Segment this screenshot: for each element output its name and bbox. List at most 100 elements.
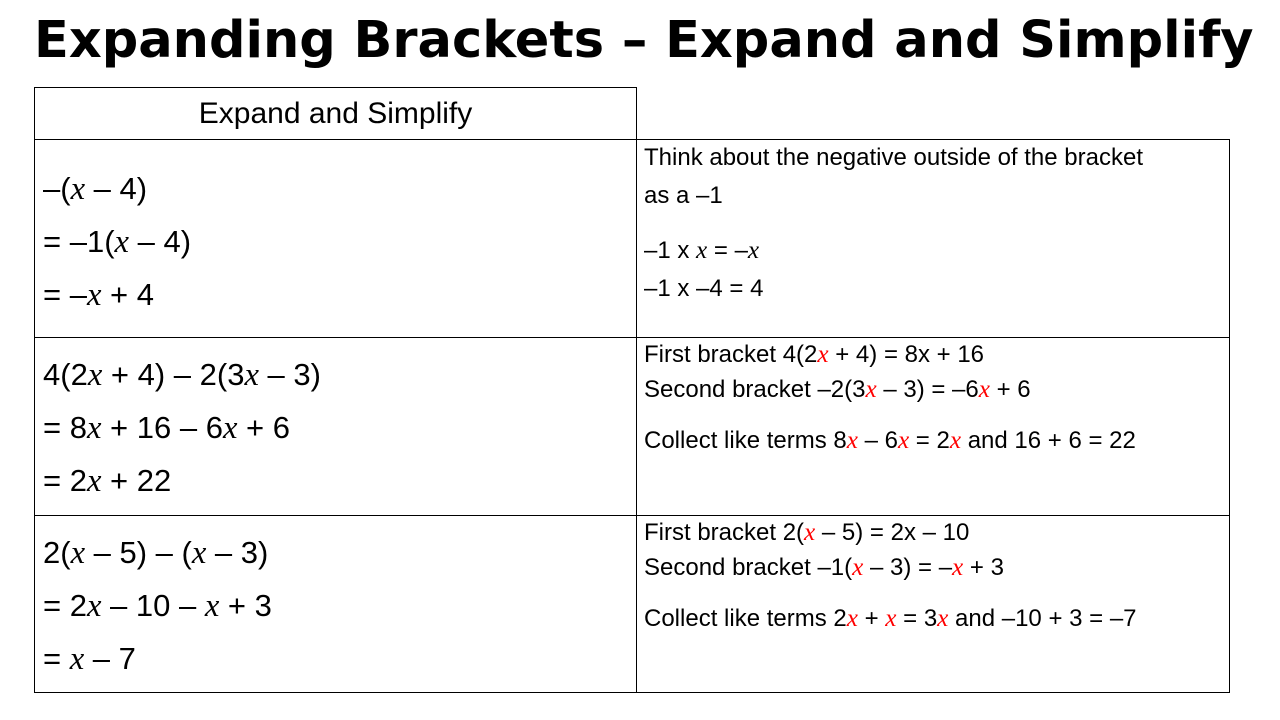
text-segment: = – [707,237,748,264]
text-segment: – 5) = 2x – 10 [815,519,970,546]
explanation-line: First bracket 4(2x + 4) = 8x + 16 [644,341,984,369]
variable: x [86,277,102,313]
text-segment: – 4) [128,224,192,259]
text-segment: and 16 + 6 = 22 [961,427,1136,454]
text-segment: –1 x [644,237,697,264]
highlighted-variable: x [865,376,877,403]
text-segment: – 3) = – [863,554,953,581]
text-segment: Second bracket –1( [644,554,853,581]
text-segment: + 3 [963,554,1004,581]
variable: x [114,224,129,260]
table-border-middle [636,87,637,693]
variable: x [222,410,238,446]
highlighted-variable: x [897,427,910,454]
text-segment: + [857,605,886,632]
page-title: Expanding Brackets – Expand and Simplify [34,11,1254,70]
text-segment: –( [43,171,71,206]
text-segment: – 3) [206,535,269,570]
explanation-line: First bracket 2(x – 5) = 2x – 10 [644,519,969,547]
variable: x [86,410,102,446]
text-segment: + 4) = 8x + 16 [828,341,985,368]
table-header: Expand and Simplify [198,97,473,130]
text-segment: = – [43,277,87,312]
variable: x [204,588,220,624]
variable: x [86,588,102,624]
explanation-line: –1 x x = –x [644,237,759,265]
text-segment: = 2 [43,463,87,498]
text-segment: 2( [43,535,71,570]
text-segment: = 3 [896,605,938,632]
table-border-row2 [34,337,1230,338]
working-cell: 2(x – 5) – (x – 3) = 2x – 10 – x + 3 = x… [43,526,272,685]
explanation-line: Second bracket –1(x – 3) = –x + 3 [644,554,1004,582]
working-line: 4(2x + 4) – 2(3x – 3) [43,348,321,401]
highlighted-variable: x [949,427,962,454]
table-border-top-left [34,87,637,88]
text-segment: Second bracket –2(3 [644,376,866,403]
highlighted-variable: x [852,554,864,581]
text-segment: – 7 [84,641,136,676]
variable: x [87,357,103,393]
variable: x [69,641,85,677]
text-segment: + 6 [237,410,290,445]
working-cell: –(x – 4) = –1(x – 4) = –x + 4 [43,162,191,321]
variable: x [696,237,708,264]
highlighted-variable: x [804,519,816,546]
text-segment: + 22 [101,463,172,498]
table-border-left [34,87,35,693]
table-border-row1 [34,139,1230,140]
variable: x [191,535,207,571]
text-segment: – 6 [857,427,898,454]
text-segment: + 4) – 2(3 [102,357,245,392]
explanation-line: Collect like terms 8x – 6x = 2x and 16 +… [644,427,1136,455]
working-cell: 4(2x + 4) – 2(3x – 3) = 8x + 16 – 6x + 6… [43,348,321,507]
variable: x [70,171,86,207]
explanation-line: Collect like terms 2x + x = 3x and –10 +… [644,605,1137,633]
text-segment: + 6 [989,376,1031,403]
text-segment: = 8 [43,410,87,445]
highlighted-variable: x [885,605,897,632]
working-line: –(x – 4) [43,162,191,215]
variable: x [86,463,102,499]
explanation-line: –1 x –4 = 4 [644,275,763,303]
text-segment: Collect like terms 2 [644,605,847,632]
text-segment: + 3 [219,588,272,623]
text-segment: and –10 + 3 = –7 [948,605,1137,632]
text-segment: Collect like terms 8 [644,427,847,454]
text-segment: = –1( [43,224,115,259]
working-line: 2(x – 5) – (x – 3) [43,526,272,579]
working-line: = 2x + 22 [43,454,321,507]
text-segment: + 4 [101,277,154,312]
highlighted-variable: x [817,341,829,368]
text-segment: –1 x –4 = 4 [644,275,764,302]
text-segment: – 4) [85,171,148,206]
explanation-line: as a –1 [644,182,723,210]
highlighted-variable: x [952,554,964,581]
working-line: = 8x + 16 – 6x + 6 [43,401,321,454]
table-border-row3 [34,515,1230,516]
text-segment: First bracket 4(2 [644,341,818,368]
table-border-bottom [34,692,1230,693]
highlighted-variable: x [846,605,858,632]
text-segment: First bracket 2( [644,519,805,546]
working-line: = –1(x – 4) [43,215,191,268]
variable: x [747,237,760,264]
working-line: = 2x – 10 – x + 3 [43,579,272,632]
variable: x [70,535,86,571]
variable: x [244,357,259,393]
highlighted-variable: x [846,427,858,454]
text-segment: Think about the negative outside of the … [644,144,1143,171]
highlighted-variable: x [937,605,949,632]
table-border-right [1229,139,1230,693]
text-segment: = [43,641,70,676]
working-line: = x – 7 [43,632,272,685]
highlighted-variable: x [978,376,990,403]
text-segment: – 3) [258,357,321,392]
text-segment: – 5) – ( [85,535,192,570]
text-segment: 4(2 [43,357,88,392]
text-segment: – 10 – [101,588,205,623]
explanation-line: Think about the negative outside of the … [644,144,1143,172]
working-line: = –x + 4 [43,268,191,321]
explanation-line: Second bracket –2(3x – 3) = –6x + 6 [644,376,1031,404]
text-segment: = 2 [909,427,950,454]
